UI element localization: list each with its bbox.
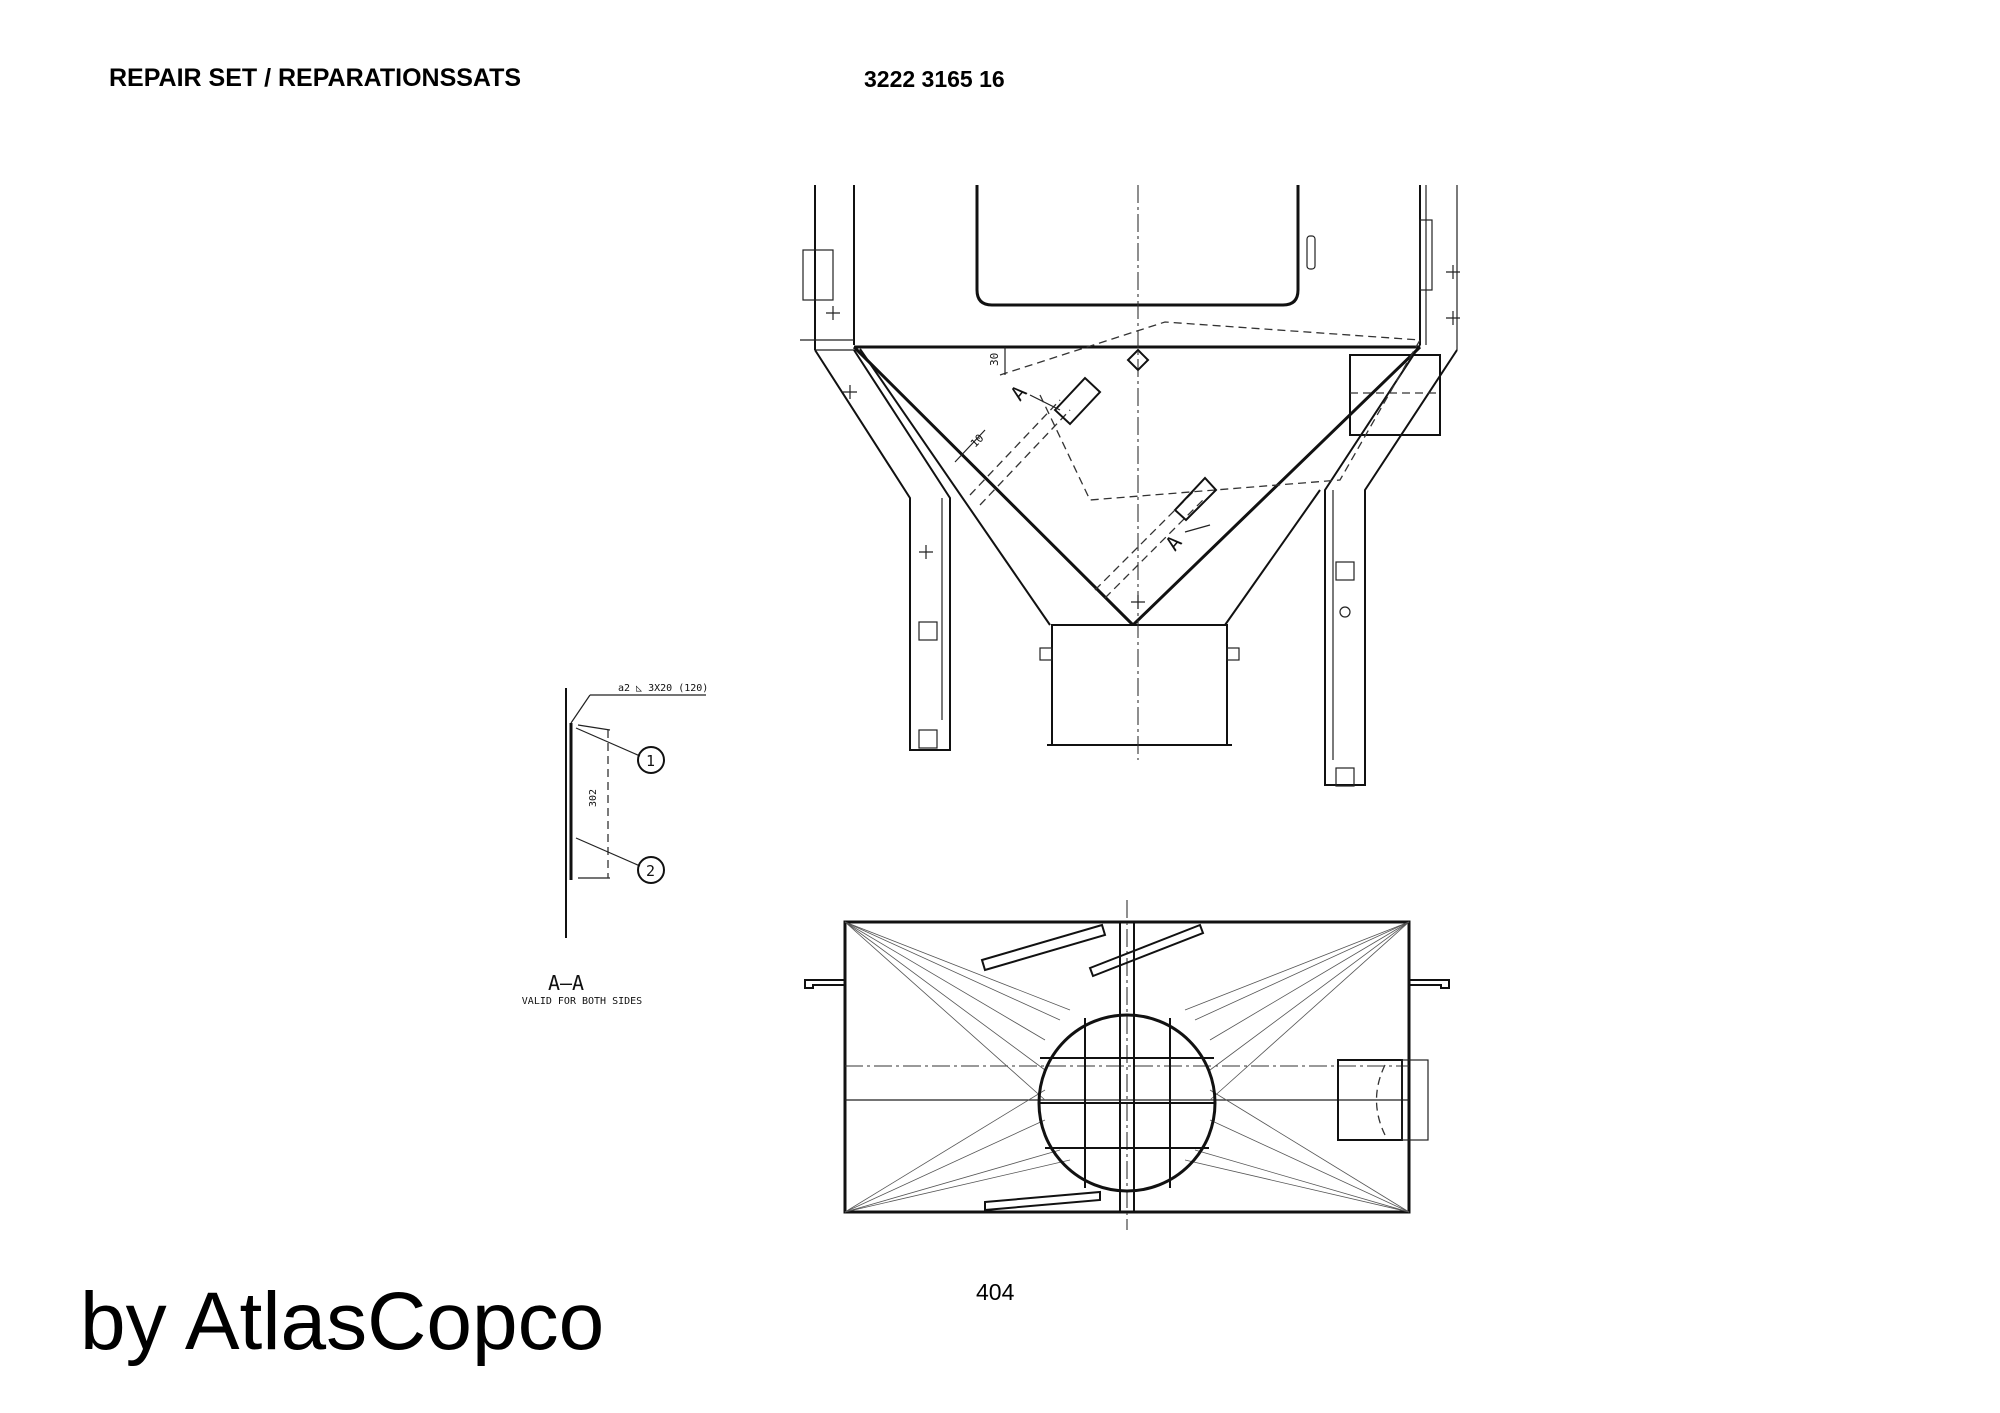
right-leg-hole-1: [1335, 561, 1355, 581]
brand-signature: by AtlasCopco: [80, 1276, 605, 1367]
weld-leader: [570, 694, 591, 724]
right-side-box: [1349, 354, 1441, 436]
weld-symbol: a2 ◺ 3X20 (120): [618, 683, 708, 694]
page-title: REPAIR SET / REPARATIONSSATS: [109, 64, 522, 92]
center-beam: [1119, 921, 1135, 1213]
side-tube-dashed: [1375, 1064, 1386, 1136]
balloon-1: [637, 746, 665, 774]
diamond-marker: [1126, 348, 1150, 372]
dim-10-line: [954, 429, 986, 463]
outlet-stub-right: [1226, 647, 1240, 661]
right-leg-hole-2: [1335, 767, 1355, 787]
balloon-1-label: 1: [646, 752, 655, 770]
part-number: 3222 3165 16: [864, 66, 1005, 92]
crosshair-marks: [826, 265, 1460, 609]
section-mark-1: A: [1005, 381, 1031, 406]
side-tube-flange: [1401, 1059, 1429, 1141]
outlet-stub-left: [1039, 647, 1053, 661]
balloon-2-label: 2: [646, 862, 655, 880]
section-mark-2-arrow: [1184, 524, 1211, 533]
outlet-grid: [1040, 1018, 1214, 1188]
funnel-right: [1131, 345, 1422, 627]
section-label: A–A: [548, 971, 584, 995]
right-lug: [1409, 979, 1450, 989]
outlet-circle: [1037, 1013, 1217, 1193]
right-handle: [1419, 219, 1433, 291]
right-leg: [1324, 344, 1458, 786]
balloon-2: [637, 856, 665, 884]
baffle-dash-a: [969, 399, 1061, 496]
slat-1: [980, 923, 1107, 972]
left-leg: [814, 349, 951, 751]
baffle-dashed-lower: [1039, 339, 1421, 501]
section-mark-2: A: [1160, 531, 1186, 556]
section-mark-1-arrow: [1029, 394, 1061, 411]
dim-10-label: 10: [968, 432, 987, 451]
slat-2: [1088, 923, 1205, 978]
funnel-right-inner: [1224, 489, 1321, 626]
section-top-edge: [577, 724, 611, 731]
page-number: 404: [976, 1279, 1015, 1305]
right-leg-bolt: [1339, 606, 1351, 618]
funnel-left: [852, 345, 1135, 627]
weld-strip-lower: [1173, 476, 1218, 522]
dim-30-label: 30: [988, 353, 1001, 366]
balloon-1-leader: [575, 727, 641, 757]
weld-strip-upper: [1053, 376, 1102, 426]
baffle-dashed-top: [999, 321, 1421, 376]
balloon-2-leader: [575, 837, 641, 867]
funnel-left-inner: [859, 348, 1051, 626]
left-lug: [804, 979, 845, 989]
door-latch: [1306, 235, 1316, 270]
baffle-dash-b: [979, 409, 1071, 506]
front-view: 30 10 A A: [800, 185, 1460, 787]
top-view: [804, 900, 1450, 1230]
left-bracket: [802, 249, 834, 301]
baffle-dash-d: [1104, 497, 1206, 599]
slat-3: [984, 1190, 1101, 1212]
outlet-box: [1051, 624, 1228, 746]
dim-302-label: 302: [588, 789, 599, 807]
rib-lines: [844, 921, 1410, 1213]
section-a-a: a2 ◺ 3X20 (120) 302 1 2 A–A VALID FOR BO…: [522, 683, 709, 1007]
left-leg-hole-1: [918, 621, 938, 641]
left-leg-hole-2: [918, 729, 938, 749]
section-note: VALID FOR BOTH SIDES: [522, 996, 642, 1007]
